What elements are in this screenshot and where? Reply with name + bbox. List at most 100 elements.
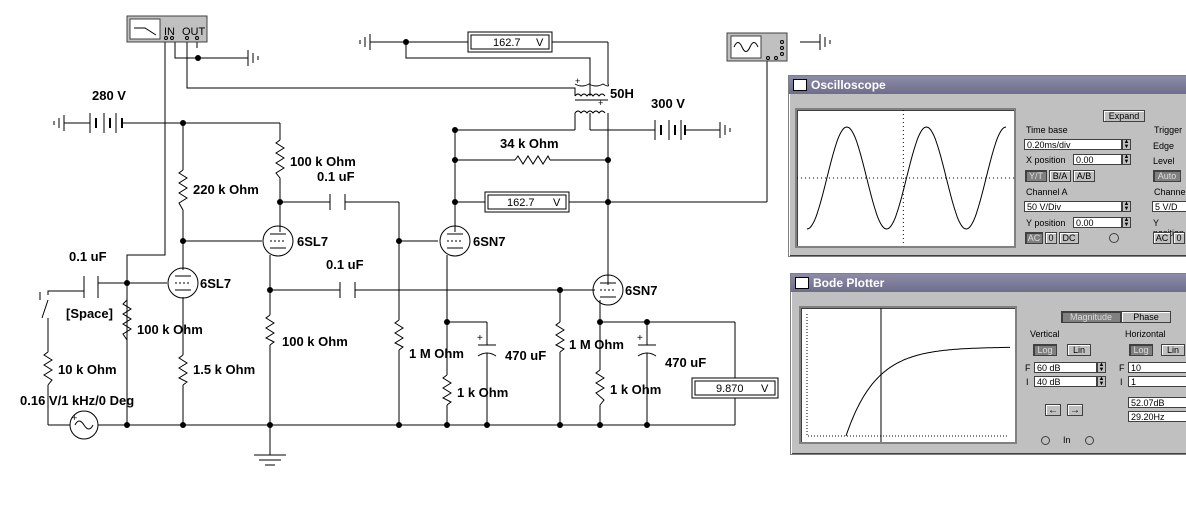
channel-b-0-button[interactable]: 0 bbox=[1173, 232, 1185, 244]
expand-button[interactable]: Expand bbox=[1103, 110, 1145, 122]
channel-a-dc-button[interactable]: DC bbox=[1059, 232, 1079, 244]
timebase-spinner[interactable]: ▲▼ bbox=[1122, 139, 1131, 150]
label-100k-c: 100 k Ohm bbox=[282, 334, 348, 349]
ypos-spinner[interactable]: ▲▼ bbox=[1122, 217, 1131, 228]
oscilloscope-instrument-icon[interactable] bbox=[726, 32, 788, 62]
vertical-log-button[interactable]: Log bbox=[1033, 344, 1057, 356]
voltmeter-top[interactable] bbox=[467, 31, 553, 53]
bode-plotter-instrument-icon[interactable] bbox=[126, 15, 208, 43]
oscilloscope-trace bbox=[797, 110, 1014, 246]
voltmeter-out-value: 9.870 bbox=[716, 383, 744, 395]
label-cap-01-c: 0.1 uF bbox=[326, 257, 364, 272]
resistor-1k-a-icon[interactable] bbox=[441, 374, 452, 406]
capacitor-01uf-c-icon[interactable] bbox=[339, 282, 356, 298]
trigger-title: Trigger bbox=[1153, 125, 1184, 135]
label-1k-b: 1 k Ohm bbox=[610, 382, 661, 397]
mode-ab-button[interactable]: A/B bbox=[1073, 170, 1095, 182]
timebase-field[interactable]: 0.20ms/div bbox=[1024, 139, 1122, 150]
horizontal-title: Horizontal bbox=[1124, 329, 1167, 339]
window-menu-icon[interactable] bbox=[793, 79, 807, 91]
tube-6sl7-b-icon[interactable] bbox=[262, 225, 294, 257]
label-cap-01-a: 0.1 uF bbox=[69, 249, 107, 264]
bode-in-terminal-icon-2[interactable] bbox=[1085, 436, 1094, 445]
bode-plotter-window[interactable]: Bode Plotter Magnitude Phase Vertical Lo… bbox=[790, 273, 1186, 455]
channel-a-ac-button[interactable]: AC bbox=[1025, 232, 1043, 244]
resistor-1M-b-icon[interactable] bbox=[554, 321, 565, 353]
xpos-field[interactable]: 0.00 bbox=[1073, 154, 1122, 165]
magnitude-button[interactable]: Magnitude bbox=[1061, 311, 1121, 323]
bode-titlebar[interactable]: Bode Plotter bbox=[791, 274, 1186, 292]
bode-out-label: OUT bbox=[182, 26, 206, 38]
inductor-50h-icon[interactable] bbox=[574, 83, 609, 114]
trigger-auto-button[interactable]: Auto bbox=[1153, 170, 1181, 182]
resistor-10k-icon[interactable] bbox=[43, 351, 53, 386]
horizontal-lin-button[interactable]: Lin bbox=[1161, 344, 1185, 356]
horizontal-log-button[interactable]: Log bbox=[1129, 344, 1153, 356]
label-1M-a: 1 M Ohm bbox=[409, 346, 464, 361]
label-300v: 300 V bbox=[651, 96, 685, 111]
voltmeter-out-unit: V bbox=[761, 383, 769, 395]
label-1k5: 1.5 k Ohm bbox=[193, 362, 255, 377]
bode-screen[interactable] bbox=[799, 306, 1017, 444]
label-ac-source: 0.16 V/1 kHz/0 Deg bbox=[20, 393, 134, 408]
resistor-1M-a-icon[interactable] bbox=[393, 319, 404, 351]
tube-6sl7-a-icon[interactable] bbox=[167, 267, 199, 299]
battery-280v-icon[interactable] bbox=[89, 113, 123, 133]
channel-a-0-button[interactable]: 0 bbox=[1045, 232, 1057, 244]
horizontal-i-field[interactable]: 1 bbox=[1128, 376, 1186, 387]
tube-6sn7-a-icon[interactable] bbox=[439, 225, 471, 257]
oscilloscope-titlebar[interactable]: Oscilloscope bbox=[789, 76, 1186, 94]
vertical-i-spinner[interactable]: ▲▼ bbox=[1097, 376, 1106, 387]
battery-300v-icon[interactable] bbox=[654, 120, 686, 140]
label-470-a: 470 uF bbox=[505, 348, 546, 363]
ypos-field[interactable]: 0.00 bbox=[1073, 217, 1122, 228]
resistor-100k-a-icon[interactable] bbox=[275, 139, 285, 179]
capacitor-470uf-a-icon[interactable] bbox=[477, 344, 497, 357]
bode-title: Bode Plotter bbox=[813, 276, 885, 290]
vertical-i-field[interactable]: 40 dB bbox=[1034, 376, 1097, 387]
mode-yt-button[interactable]: Y/T bbox=[1025, 170, 1047, 182]
capacitor-01uf-b-icon[interactable] bbox=[329, 194, 346, 210]
ac-source-icon[interactable] bbox=[69, 410, 99, 440]
xpos-spinner[interactable]: ▲▼ bbox=[1122, 154, 1131, 165]
label-50h: 50H bbox=[610, 86, 634, 101]
cursor-right-button[interactable]: → bbox=[1067, 404, 1083, 416]
channel-a-terminal-icon[interactable] bbox=[1109, 233, 1119, 243]
resistor-220k-icon[interactable] bbox=[178, 169, 188, 211]
vertical-lin-button[interactable]: Lin bbox=[1067, 344, 1091, 356]
label-tube-6sn7-b: 6SN7 bbox=[625, 283, 658, 298]
vertical-f-spinner[interactable]: ▲▼ bbox=[1097, 362, 1106, 373]
oscilloscope-screen[interactable] bbox=[795, 108, 1016, 248]
channel-a-spinner[interactable]: ▲▼ bbox=[1122, 201, 1131, 212]
channel-b-field[interactable]: 5 V/D bbox=[1152, 201, 1186, 212]
ground-icon bbox=[359, 34, 371, 50]
label-tube-6sl7-a: 6SL7 bbox=[200, 276, 231, 291]
window-menu-icon[interactable] bbox=[795, 277, 809, 289]
phase-button[interactable]: Phase bbox=[1121, 311, 1171, 323]
vertical-f-field[interactable]: 60 dB bbox=[1034, 362, 1097, 373]
bode-in-terminal-icon[interactable] bbox=[1041, 436, 1050, 445]
channel-a-field[interactable]: 50 V/Div bbox=[1024, 201, 1122, 212]
horizontal-f-field[interactable]: 10 bbox=[1128, 362, 1186, 373]
label-1k-a: 1 k Ohm bbox=[457, 385, 508, 400]
tube-6sn7-b-icon[interactable] bbox=[592, 274, 624, 306]
label-10k: 10 k Ohm bbox=[58, 362, 117, 377]
switch-icon[interactable] bbox=[39, 292, 49, 319]
oscilloscope-window[interactable]: Oscilloscope Expand Time base 0.20ms/div… bbox=[788, 75, 1186, 257]
resistor-34k-icon[interactable] bbox=[514, 154, 551, 165]
resistor-1k5-icon[interactable] bbox=[177, 354, 188, 386]
label-470-b: 470 uF bbox=[665, 355, 706, 370]
voltmeter-out[interactable] bbox=[691, 377, 779, 399]
channel-b-ac-button[interactable]: AC bbox=[1153, 232, 1171, 244]
xpos-label: X position bbox=[1026, 155, 1066, 165]
resistor-100k-c-icon[interactable] bbox=[264, 314, 275, 346]
capacitor-01uf-input-icon[interactable] bbox=[83, 276, 99, 298]
resistor-100k-b-icon[interactable] bbox=[122, 299, 132, 341]
readout-db: 52.07dB bbox=[1128, 397, 1186, 408]
capacitor-470uf-b-icon[interactable] bbox=[637, 344, 657, 357]
resistor-1k-b-icon[interactable] bbox=[595, 369, 605, 406]
mode-ba-button[interactable]: B/A bbox=[1049, 170, 1071, 182]
cursor-left-button[interactable]: ← bbox=[1045, 404, 1061, 416]
voltmeter-mid[interactable] bbox=[484, 191, 570, 213]
